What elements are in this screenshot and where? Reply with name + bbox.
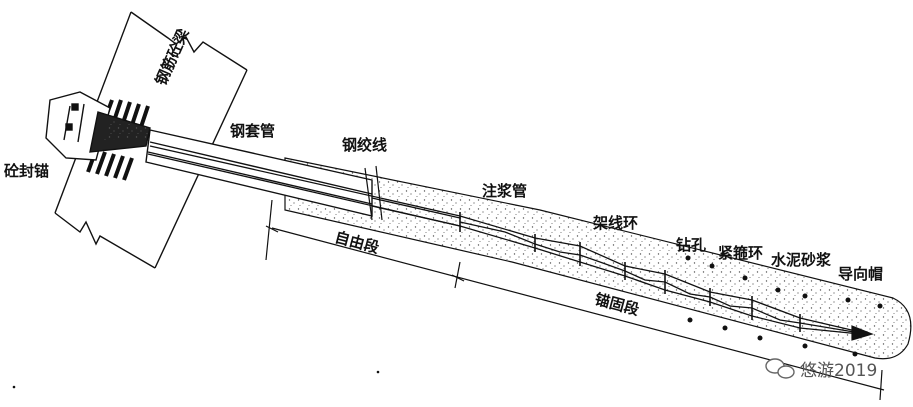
steel-sleeve bbox=[145, 129, 373, 217]
label-spacer-ring: 架线环 bbox=[593, 214, 639, 232]
guide-cap bbox=[851, 325, 874, 341]
wechat-icon bbox=[765, 358, 795, 379]
label-cement-mortar: 水泥砂浆 bbox=[771, 251, 832, 269]
anchor-head bbox=[45, 91, 151, 161]
concrete-beam bbox=[54, 11, 248, 269]
stray-marks bbox=[12, 370, 380, 389]
label-anchor-head: 砼封锚 bbox=[4, 162, 50, 180]
label-guide-cap: 导向帽 bbox=[838, 265, 884, 283]
steel-strand bbox=[147, 145, 461, 227]
label-tight-ring: 紧箍环 bbox=[718, 244, 764, 262]
leader-lines bbox=[364, 165, 383, 221]
label-grout-pipe: 注浆管 bbox=[482, 182, 528, 200]
label-borehole: 钻孔 bbox=[676, 236, 707, 254]
label-strand: 钢绞线 bbox=[342, 136, 388, 154]
watermark-text: 悠游2019 bbox=[800, 361, 878, 381]
label-steel-sleeve: 钢套管 bbox=[230, 122, 276, 140]
spacer-rings bbox=[459, 212, 801, 332]
borehole-dots bbox=[685, 255, 883, 357]
